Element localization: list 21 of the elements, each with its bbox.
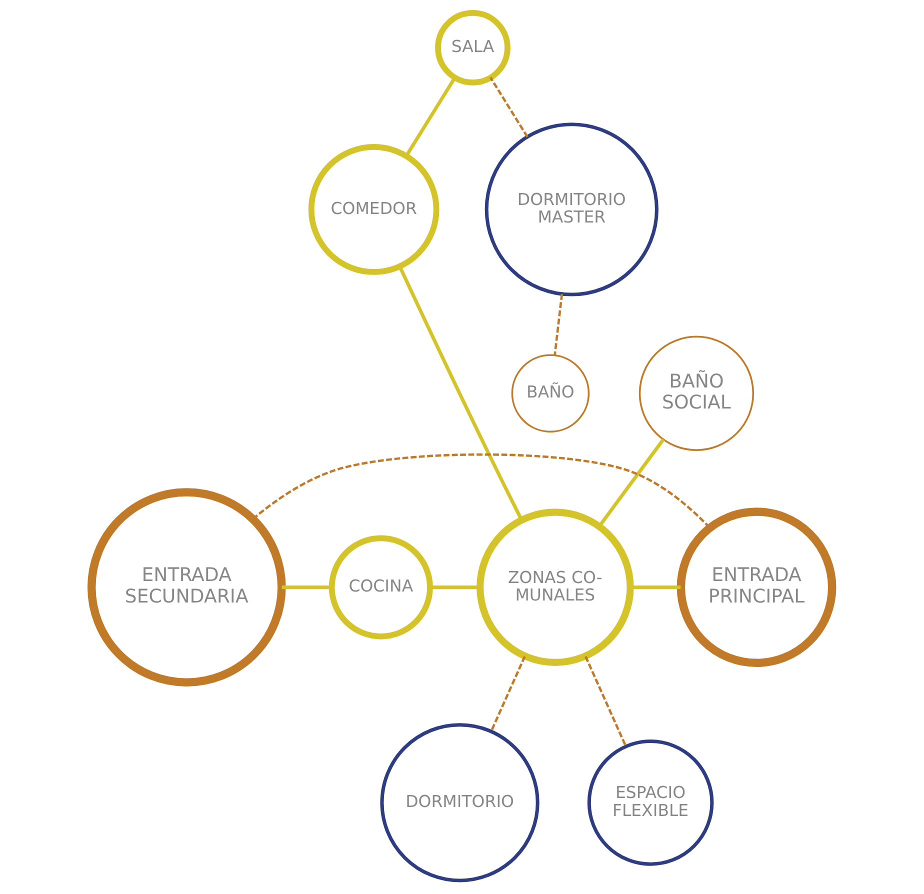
connector (430, 586, 480, 590)
connector (554, 294, 564, 356)
node-circle: ZONAS CO- MUNALES (476, 508, 634, 666)
node-circle: ENTRADA SECUNDARIA (87, 488, 286, 686)
connector (405, 76, 457, 156)
node-circle: COMEDOR (308, 144, 440, 275)
connector (584, 656, 627, 747)
connector (398, 266, 524, 521)
node-circle: DORMITORIO (380, 723, 540, 882)
node-circle: BAÑO SOCIAL (638, 336, 754, 451)
connector (282, 586, 332, 590)
connector (598, 438, 665, 528)
connector (252, 453, 710, 528)
node-circle: COCINA (328, 535, 433, 640)
node-circle: SALA (435, 10, 510, 86)
connector (489, 76, 528, 138)
node-circle: BAÑO (511, 354, 590, 433)
connector (490, 656, 526, 732)
node-circle: DORMITORIO MASTER (484, 122, 658, 296)
node-circle: ESPACIO FLEXIBLE (587, 740, 714, 866)
node-circle: ENTRADA PRINCIPAL (676, 508, 836, 667)
